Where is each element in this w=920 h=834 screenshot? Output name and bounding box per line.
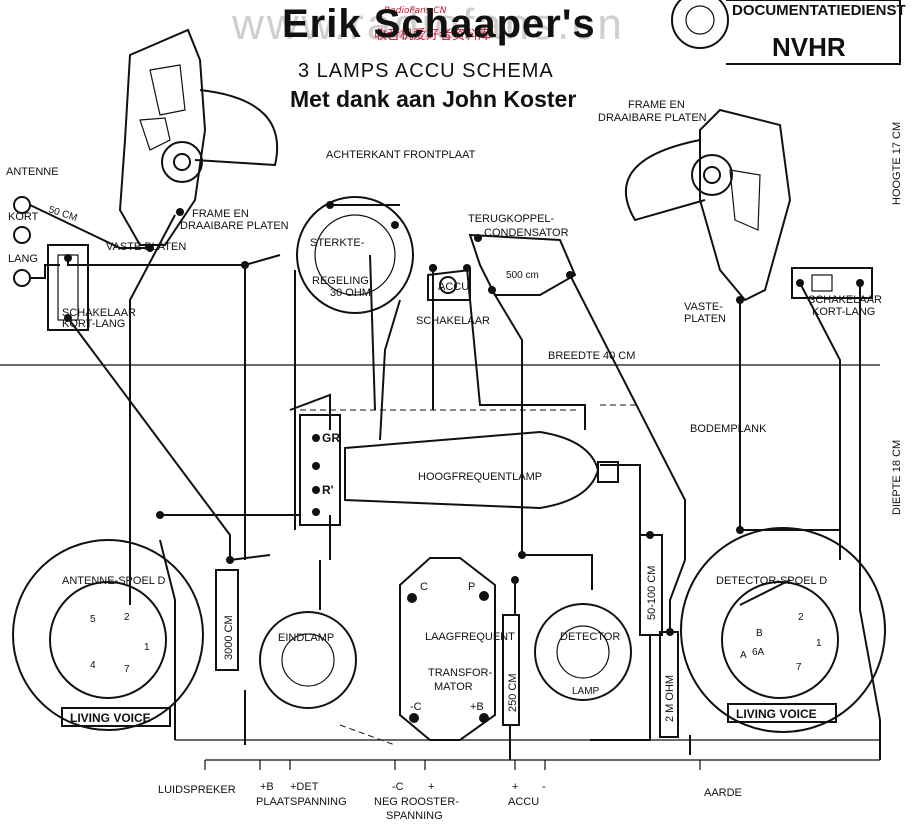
right-switch [791, 267, 873, 299]
stamp-frame [671, 0, 901, 65]
label-terugkoppel-2: CONDENSATOR [484, 227, 569, 239]
bottom-label-plaatspanning: PLAATSPANNING [256, 796, 347, 808]
stamp-line-1: DOCUMENTATIEDIENST [732, 2, 906, 19]
label-r-prime: R' [322, 483, 334, 497]
label-pin-minus-c: -C [410, 701, 422, 713]
solder-dots [146, 208, 744, 636]
label-accu-schakelaar-1: ACCU [438, 281, 469, 293]
cap-3000 [215, 569, 239, 671]
label-pin-plus-b: +B [470, 701, 484, 713]
coil-right-pin-1: 1 [816, 638, 822, 649]
label-sterkte-1: STERKTE- [310, 237, 365, 249]
label-sterkte-2: REGELING [312, 275, 369, 287]
volume-rheostat [296, 196, 414, 314]
label-vaste-platen-right-2: PLATEN [684, 313, 726, 325]
wiring [29, 204, 881, 770]
label-detector-spoel: DETECTOR-SPOEL D [716, 575, 827, 587]
lf-transformer [399, 557, 496, 741]
label-schakelaar-left-2: KORT-LANG [62, 318, 125, 330]
label-lf-trafo-1: LAAGFREQUENT [425, 631, 515, 643]
label-lf-trafo-3: MATOR [434, 681, 473, 693]
page-title: Erik Schaaper's [282, 2, 596, 46]
label-breedte: BREEDTE 40 CM [548, 350, 635, 362]
label-frame-right-1: FRAME EN [628, 99, 685, 111]
bottom-label-accu-plus: + [512, 781, 518, 793]
eindlamp-socket [259, 611, 357, 709]
label-hoogte: HOOGTE 17 CM [891, 122, 903, 205]
bottom-label-neg: NEG ROOSTER- [374, 796, 459, 808]
label-gr: GR [322, 431, 340, 445]
coil-right-pin-a: A [740, 650, 747, 661]
bottom-label-aarde: AARDE [704, 787, 742, 799]
label-terugkoppel-1: TERUGKOPPEL- [468, 213, 555, 225]
coil-left-pin-5: 5 [90, 614, 96, 625]
hf-lamp [299, 414, 619, 526]
lamp-logo-icon [671, 0, 729, 49]
label-frame-right-2: DRAAIBARE PLATEN [598, 112, 707, 124]
feedback-capacitor [468, 233, 577, 296]
antenna-coil [12, 539, 204, 731]
label-frame-left-2: DRAAIBARE PLATEN [180, 220, 289, 232]
label-antenne-spoel: ANTENNE-SPOEL D [62, 575, 166, 587]
bottom-label-accu-minus: - [542, 781, 546, 793]
label-lf-trafo-2: TRANSFOR- [428, 667, 493, 679]
label-hf-lamp: HOOGFREQUENTLAMP [418, 471, 542, 483]
label-c3000: 3000 CM [223, 615, 235, 660]
label-kort: KORT [8, 211, 39, 223]
coil-left-pin-1: 1 [144, 642, 150, 653]
watermark: www.radiofans.cn [232, 0, 625, 49]
watermark-small-top: RadioFans.CN [384, 6, 447, 16]
stamp-line-2: NVHR [772, 32, 846, 62]
label-schakelaar-left-1: SCHAKELAAR [62, 307, 136, 319]
label-eindlamp: EINDLAMP [278, 632, 334, 644]
label-schakelaar-right-1: SCHAKELAAR [808, 294, 882, 306]
detector-socket [534, 603, 632, 701]
bottom-label-plus-b: +B [260, 781, 274, 793]
label-pin-p: P [468, 581, 475, 593]
bottom-label-spanning: SPANNING [386, 810, 443, 822]
label-diepte: DIEPTE 18 CM [891, 440, 903, 515]
label-living-voice-right: LIVING VOICE [736, 707, 817, 721]
bottom-label-accu: ACCU [508, 796, 539, 808]
watermark-small: 收音机爱好者资料库 [374, 28, 492, 43]
bottom-label-luidspreker: LUIDSPREKER [158, 784, 236, 796]
coil-right-pin-6a: 6A [752, 647, 765, 658]
label-pin-c: C [420, 581, 428, 593]
label-schakelaar-right-2: KORT-LANG [812, 306, 875, 318]
coil-left-pin-7: 7 [124, 664, 130, 675]
detector-coil [680, 527, 886, 733]
coil-left-pin-4: 4 [90, 660, 96, 671]
label-living-voice-left: LIVING VOICE [70, 711, 151, 725]
coil-right-pin-2: 2 [798, 612, 804, 623]
label-sterkte-3: 30 OHM [330, 287, 371, 299]
coil-right-pin-7: 7 [796, 662, 802, 673]
schema-subtitle: 3 LAMPS ACCU SCHEMA [298, 60, 554, 82]
label-detector-1: DETECTOR [560, 631, 620, 643]
bottom-label-plus-det: +DET [290, 781, 319, 793]
label-detector-2: LAMP [572, 686, 600, 697]
label-cap-500: 500 cm [506, 270, 539, 281]
label-antenne: ANTENNE [6, 166, 59, 178]
credit-line: Met dank aan John Koster [290, 86, 577, 112]
left-tuning-capacitor [118, 28, 279, 246]
bottom-label-minus-c: -C [392, 781, 404, 793]
bottom-label-plus: + [428, 781, 434, 793]
label-vaste-platen-left: VASTE PLATEN [106, 241, 186, 253]
label-c250: 250 CM [507, 673, 519, 712]
coil-right-pin-b: B [756, 628, 763, 639]
label-lang: LANG [8, 253, 38, 265]
label-achterkant: ACHTERKANT FRONTPLAAT [326, 149, 476, 161]
coil-left-pin-2: 2 [124, 612, 130, 623]
label-c50-100: 50-100 CM [646, 566, 658, 620]
label-frame-left-1: FRAME EN [192, 208, 249, 220]
label-accu-schakelaar-2: SCHAKELAAR [416, 315, 490, 327]
label-vaste-platen-right-1: VASTE- [684, 301, 723, 313]
right-tuning-capacitor [625, 108, 792, 302]
label-r2m: 2 M OHM [664, 675, 676, 722]
label-bodemplank: BODEMPLANK [690, 423, 767, 435]
